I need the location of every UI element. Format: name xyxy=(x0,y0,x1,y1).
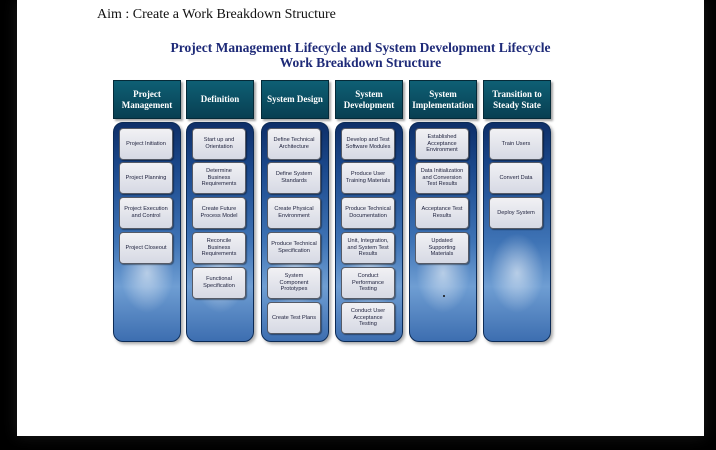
task-box: System Component Prototypes xyxy=(267,267,321,299)
task-box: Start up and Orientation xyxy=(192,128,246,160)
task-box: Determine Business Requirements xyxy=(192,162,246,194)
task-box: Unit, Integration, and System Test Resul… xyxy=(341,232,395,264)
task-box: Create Future Process Model xyxy=(192,197,246,229)
task-box: Data Initialization and Conversion Test … xyxy=(415,162,469,194)
task-box: Create Test Plans xyxy=(267,302,321,334)
task-box: Define Technical Architecture xyxy=(267,128,321,160)
task-box: Produce Technical Specification xyxy=(267,232,321,264)
aim-text: Aim : Create a Work Breakdown Structure xyxy=(97,7,336,22)
diagram-title-line-1: Project Management Lifecycle and System … xyxy=(170,40,551,55)
column-header: System Development xyxy=(335,80,403,119)
column-glow xyxy=(490,233,544,313)
task-box: Reconcile Business Requirements xyxy=(192,232,246,264)
column-header: Transition to Steady State xyxy=(483,80,551,119)
column-header: System Design xyxy=(261,80,329,119)
task-box: Produce User Training Materials xyxy=(341,162,395,194)
task-box: Develop and Test Software Modules xyxy=(341,128,395,160)
task-box: Project Closeout xyxy=(119,232,173,264)
task-box: Train Users xyxy=(489,128,543,160)
task-box: Deploy System xyxy=(489,197,543,229)
task-box: Create Physical Environment xyxy=(267,197,321,229)
task-box: Convert Data xyxy=(489,162,543,194)
task-box: Project Execution and Control xyxy=(119,197,173,229)
task-box: Acceptance Test Results xyxy=(415,197,469,229)
task-box: Project Planning xyxy=(119,162,173,194)
column-header: Project Management xyxy=(113,80,181,119)
diagram-title-line-2: Work Breakdown Structure xyxy=(279,55,442,70)
task-box: Established Acceptance Environment xyxy=(415,128,469,160)
column-header: Definition xyxy=(186,80,254,119)
task-box: Conduct User Acceptance Testing xyxy=(341,302,395,334)
task-box: Produce Technical Documentation xyxy=(341,197,395,229)
task-box: Project Initiation xyxy=(119,128,173,160)
task-box: Updated Supporting Materials xyxy=(415,232,469,264)
task-box: Functional Specification xyxy=(192,267,246,299)
stray-dot xyxy=(443,295,445,297)
task-box: Conduct Performance Testing xyxy=(341,267,395,299)
task-box: Define System Standards xyxy=(267,162,321,194)
column-header: System Implementation xyxy=(409,80,477,119)
document-page: Aim : Create a Work Breakdown Structure … xyxy=(17,0,704,436)
